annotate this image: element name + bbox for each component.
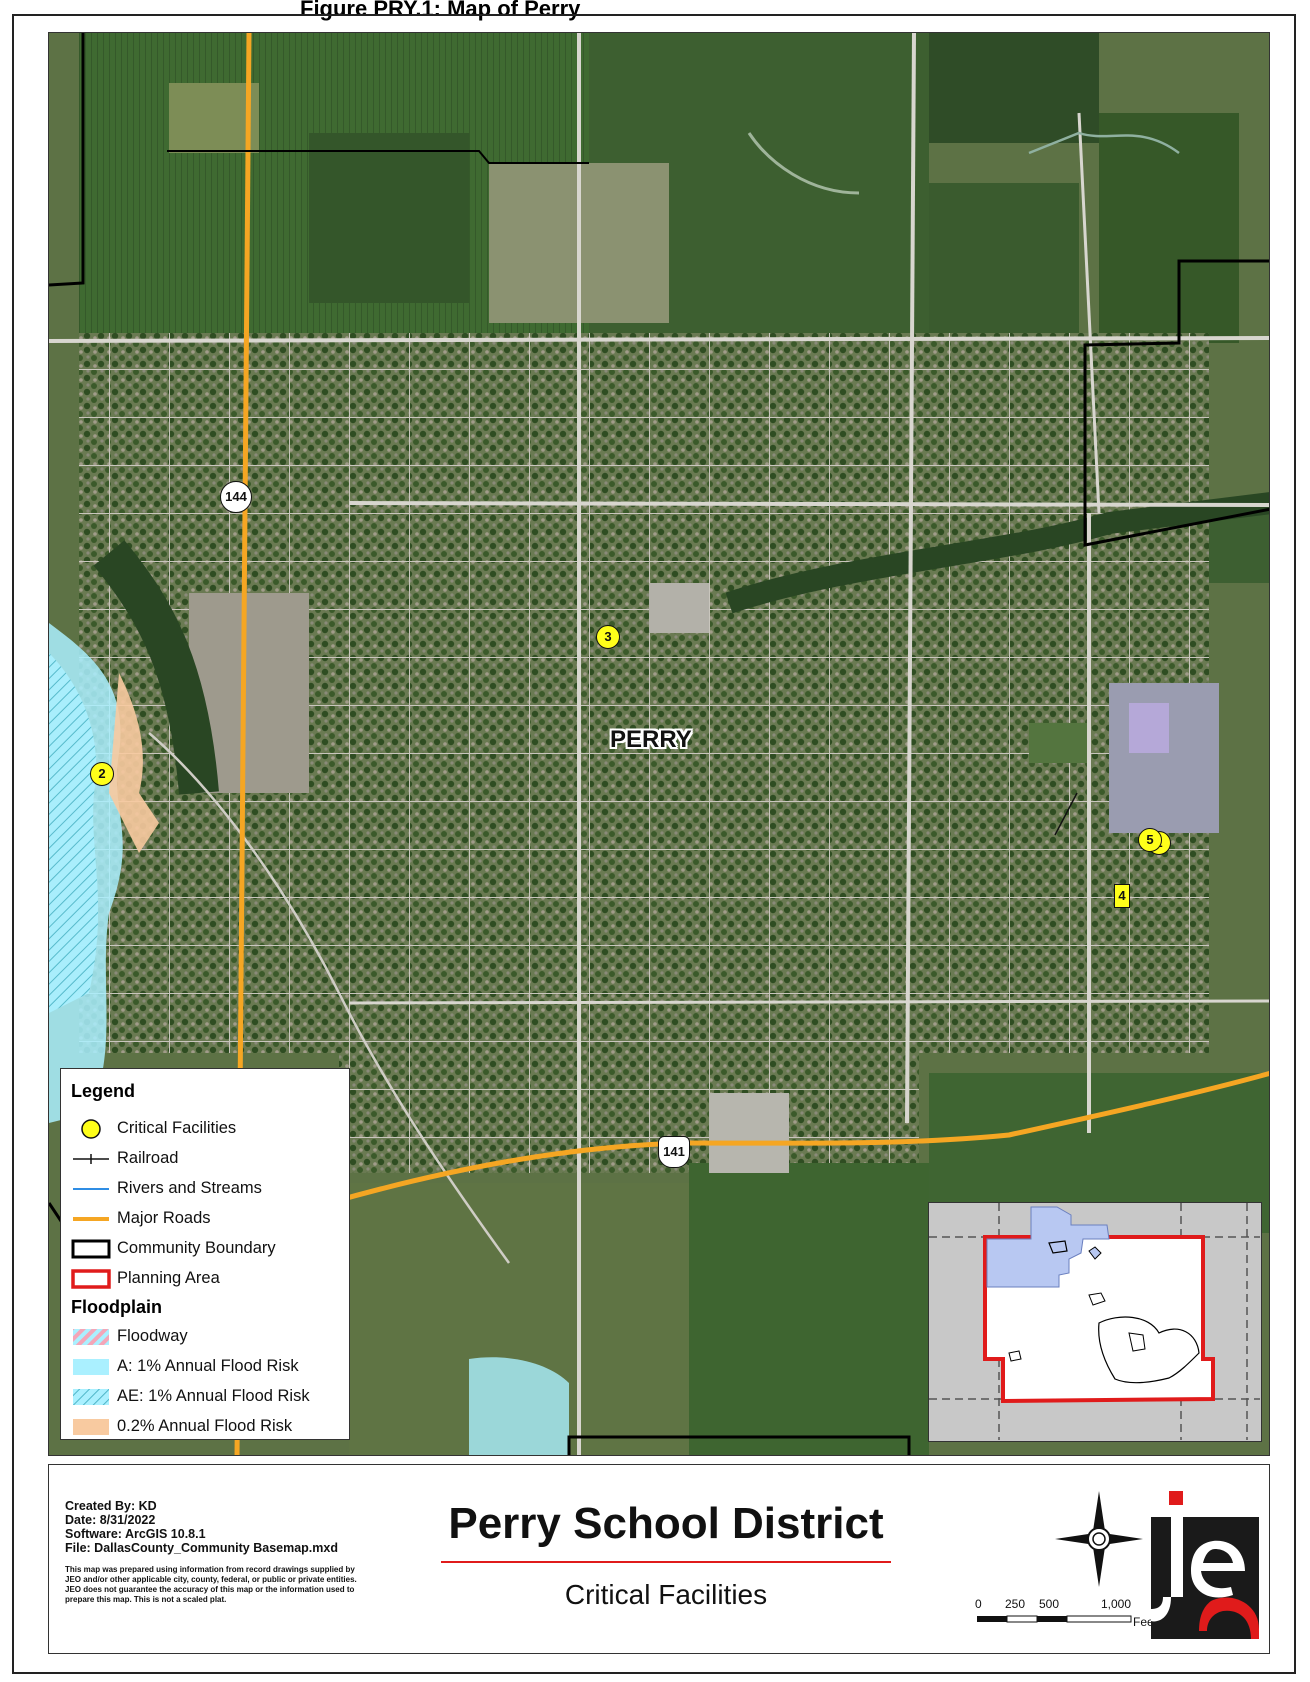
jeo-logo bbox=[1151, 1491, 1259, 1639]
legend-title: Legend bbox=[71, 1081, 136, 1101]
legend-item: Community Boundary bbox=[71, 1237, 349, 1261]
blue-line-icon bbox=[73, 1188, 109, 1190]
legend-item: Critical Facilities bbox=[71, 1117, 349, 1141]
title-block: Created By: KD Date: 8/31/2022 Software:… bbox=[48, 1464, 1270, 1654]
scale-bar: 0 250 500 1,000 Feet bbox=[975, 1597, 1158, 1629]
cyan-box-icon bbox=[73, 1359, 109, 1375]
critical-facility-marker[interactable]: 4 bbox=[1114, 884, 1130, 908]
orange-line-icon bbox=[73, 1217, 109, 1221]
map-legend: Legend Critical Facilities Railroad Rive… bbox=[60, 1068, 350, 1440]
community-boundary-east bbox=[1083, 259, 1269, 547]
map-sheet-frame bbox=[12, 14, 1296, 1674]
legend-item: 0.2% Annual Flood Risk bbox=[71, 1415, 349, 1439]
map-title: Perry School District bbox=[448, 1499, 884, 1548]
critical-facility-marker[interactable]: 2 bbox=[90, 762, 114, 786]
map-date: Date: 8/31/2022 bbox=[65, 1513, 156, 1527]
legend-item: AE: 1% Annual Flood Risk bbox=[71, 1385, 349, 1409]
route-shield-141: 141 bbox=[658, 1136, 690, 1168]
hatched-pink-cyan-icon bbox=[73, 1329, 109, 1345]
hatched-cyan-icon bbox=[73, 1389, 109, 1405]
black-outline-box-icon bbox=[71, 1239, 111, 1259]
legend-item: Floodway bbox=[71, 1325, 349, 1349]
community-area-fill bbox=[986, 1206, 1110, 1288]
legend-item: A: 1% Annual Flood Risk bbox=[71, 1355, 349, 1379]
compass-rose-icon bbox=[1055, 1491, 1143, 1587]
community-boundary-west bbox=[49, 33, 85, 287]
title-divider bbox=[441, 1561, 891, 1563]
city-label-perry: PERRY bbox=[610, 726, 692, 753]
critical-facility-marker[interactable]: 5 bbox=[1138, 828, 1162, 852]
map-subtitle: Critical Facilities bbox=[564, 1579, 768, 1610]
critical-facility-marker[interactable]: 3 bbox=[596, 625, 620, 649]
inset-locator-map[interactable] bbox=[928, 1202, 1262, 1442]
highway-141-line bbox=[328, 1070, 1269, 1206]
red-outline-box-icon bbox=[71, 1269, 111, 1289]
community-boundary-south bbox=[567, 1435, 911, 1455]
legend-item: Planning Area bbox=[71, 1267, 349, 1291]
legend-item: Rivers and Streams bbox=[71, 1177, 349, 1201]
legend-floodplain-title: Floodplain bbox=[71, 1297, 162, 1317]
software-version: Software: ArcGIS 10.8.1 bbox=[65, 1527, 206, 1541]
yellow-circle-icon bbox=[81, 1119, 101, 1139]
route-shield-144: 144 bbox=[220, 481, 252, 513]
legend-item: Major Roads bbox=[71, 1207, 349, 1231]
legend-item: Railroad bbox=[71, 1147, 349, 1171]
disclaimer-text: This map was prepared using information … bbox=[65, 1565, 357, 1604]
source-file: File: DallasCounty_Community Basemap.mxd bbox=[65, 1541, 338, 1555]
railroad-line-icon bbox=[73, 1154, 109, 1164]
created-by: Created By: KD bbox=[65, 1499, 157, 1513]
orange-box-icon bbox=[73, 1419, 109, 1435]
